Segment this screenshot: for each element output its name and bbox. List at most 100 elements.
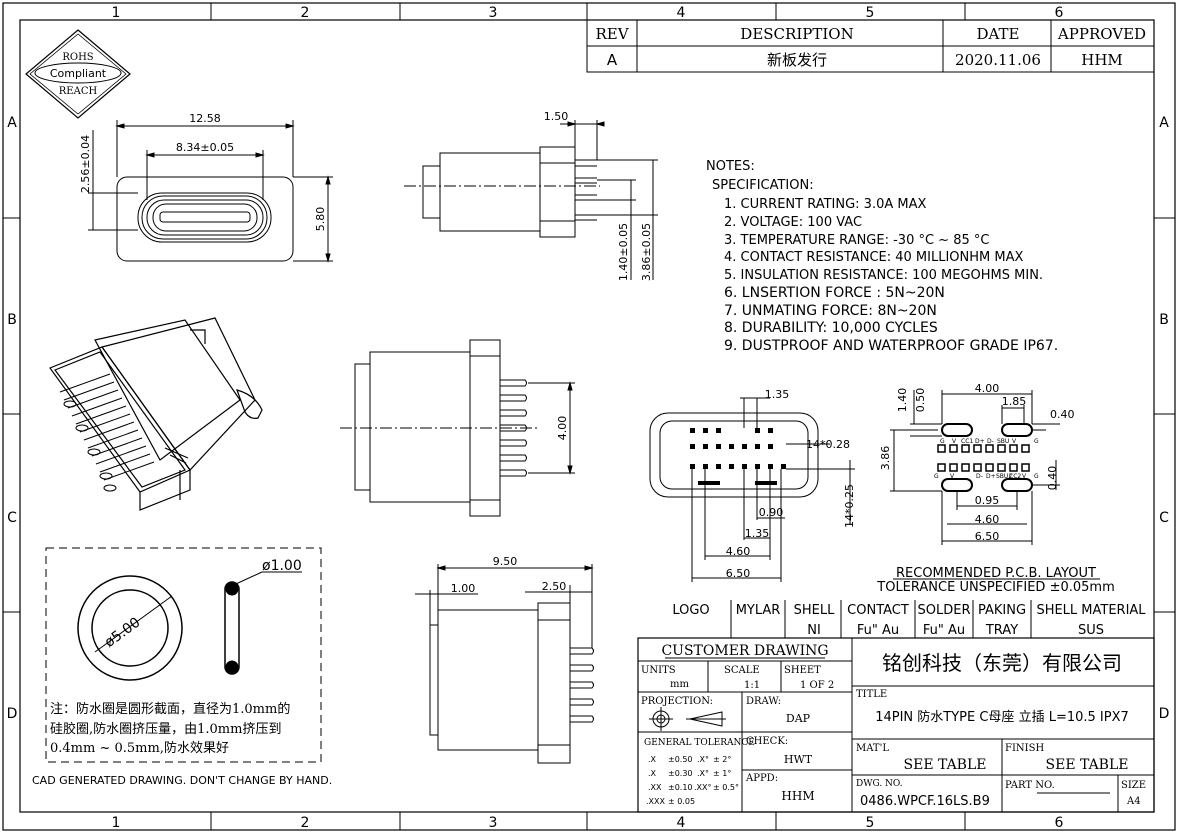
- col-label: 2: [301, 815, 310, 831]
- pin-label: V: [1012, 438, 1017, 445]
- front-view: [88, 120, 333, 263]
- tolerance-key: .X°: [697, 755, 709, 764]
- side-view: [404, 120, 658, 280]
- material-value: SUS: [1078, 623, 1104, 638]
- note-cn-line: 0.4mm ~ 0.5mm,防水效果好: [50, 740, 229, 756]
- pin-label: D-: [987, 438, 994, 445]
- pin-label: D-: [976, 473, 983, 480]
- dim-width: 12.58: [189, 112, 221, 125]
- material-value: TRAY: [985, 623, 1018, 638]
- col-label: 2: [301, 5, 310, 21]
- notes-title: NOTES:: [706, 159, 755, 174]
- units-value: mm: [670, 679, 689, 690]
- note-cn-line: 注：防水圈是圆形截面，直径为1.0mm的: [50, 701, 290, 717]
- oring-section: ø1.00: [262, 558, 302, 574]
- rev-value: A: [607, 51, 618, 69]
- dim-1-35: 1.35: [745, 527, 770, 540]
- material-value: Fu" Au: [857, 623, 899, 638]
- general-tolerance: GENERAL TOLERANCE: [644, 738, 755, 748]
- material-header: SOLDER: [918, 603, 971, 618]
- pcb-dim-0-40: 0.40: [1050, 408, 1075, 421]
- bottom-side-view: [415, 564, 594, 764]
- tolerance-key: .X°: [697, 769, 709, 778]
- pcb-dim-6-50: 6.50: [975, 530, 1000, 543]
- dwg-value: 0486.WPCF.16LS.B9: [860, 794, 990, 809]
- dim-2-50: 2.50: [542, 580, 567, 593]
- pin-label: SBU2: [996, 473, 1012, 480]
- sheet-label: SHEET: [784, 665, 821, 676]
- row-label: B: [7, 312, 17, 328]
- rohs-badge: ROHS Compliant REACH: [25, 29, 131, 119]
- spec-item: 7. UNMATING FORCE: 8N~20N: [724, 303, 937, 319]
- material-header: SHELL: [794, 603, 835, 618]
- pin-label: CC1: [961, 438, 973, 445]
- col-label: 3: [489, 815, 498, 831]
- tolerance-value: ± 2°: [713, 755, 731, 764]
- reach-text: REACH: [59, 86, 98, 97]
- tolerance-value: ± 0.05: [668, 797, 695, 806]
- description-value: 新板发行: [767, 51, 827, 69]
- row-label: D: [7, 706, 18, 722]
- projection-label: PROJECTION:: [641, 696, 713, 707]
- projection-symbol: [649, 707, 726, 731]
- mid-side-view: [340, 339, 575, 517]
- spec-item: 2. VOLTAGE: 100 VAC: [724, 215, 862, 230]
- col-label: 1: [112, 5, 121, 21]
- dim-height-left: 2.56±0.04: [79, 135, 92, 193]
- title-block: CUSTOMER DRAWING 铭创科技（东莞）有限公司 UNITS mm S…: [637, 637, 1155, 813]
- rev-header: REV: [595, 25, 629, 43]
- approved-value: HHM: [1081, 51, 1123, 69]
- pcb-dim-4-60: 4.60: [975, 513, 1000, 526]
- compliant-text: Compliant: [50, 67, 107, 80]
- spec-item: 6. LNSERTION FORCE : 5N~20N: [724, 285, 945, 301]
- pin-label: SBU: [997, 438, 1009, 445]
- appd-value: HHM: [781, 789, 814, 803]
- size-value: A4: [1126, 796, 1141, 807]
- bottom-view: [649, 397, 855, 582]
- oring-detail: [45, 547, 322, 763]
- col-label: 4: [677, 815, 686, 831]
- col-label: 4: [677, 5, 686, 21]
- pin-label: V: [952, 438, 957, 445]
- matl-label: MAT'L: [856, 743, 889, 754]
- check-label: CHECK:: [746, 736, 788, 747]
- pcb-dim-3-86: 3.86: [879, 446, 892, 471]
- rohs-text: ROHS: [62, 52, 93, 63]
- col-label: 5: [866, 815, 875, 831]
- dim-inner-width: 8.34±0.05: [176, 141, 234, 154]
- isometric-view: [49, 317, 263, 511]
- col-label: 5: [866, 5, 875, 21]
- material-header: LOGO: [672, 603, 709, 618]
- tolerance-key: .X: [648, 769, 657, 778]
- pin-label: V: [1022, 473, 1027, 480]
- appd-label: APPD:: [745, 773, 778, 784]
- row-label: C: [1159, 510, 1169, 526]
- pcb-layout: [890, 390, 1060, 545]
- pcb-dim-0-95: 0.95: [975, 494, 1000, 507]
- row-label: D: [1159, 706, 1170, 722]
- pin-label: D+: [975, 438, 985, 445]
- material-header: MYLAR: [736, 603, 781, 618]
- date-header: DATE: [977, 25, 1020, 43]
- draw-label: DRAW:: [746, 696, 781, 707]
- row-label: A: [7, 115, 17, 131]
- approved-header: APPROVED: [1057, 25, 1146, 43]
- dim-4-60: 4.60: [726, 545, 751, 558]
- part-label: PART NO.: [1005, 780, 1055, 791]
- pcb-dim-0-50: 0.50: [914, 388, 927, 413]
- dim-9-50: 9.50: [493, 555, 518, 568]
- dim-1-40: 1.40±0.05: [617, 223, 630, 281]
- pcb-dim-1-85: 1.85: [1002, 395, 1027, 408]
- dim-top: 1.50: [544, 110, 569, 123]
- pin-label: G: [1034, 438, 1039, 445]
- dim-1-00: 1.00: [451, 582, 476, 595]
- finish-value: SEE TABLE: [1046, 757, 1129, 773]
- col-label: 3: [489, 5, 498, 21]
- row-label: B: [1159, 312, 1169, 328]
- tolerance-value: ±0.30: [668, 769, 693, 778]
- row-label: C: [7, 510, 17, 526]
- tolerance-key: .XXX: [646, 797, 666, 806]
- spec-item: 5. INSULATION RESISTANCE: 100 MEGOHMS MI…: [724, 268, 1043, 283]
- cad-note: CAD GENERATED DRAWING. DON'T CHANGE BY H…: [32, 774, 332, 787]
